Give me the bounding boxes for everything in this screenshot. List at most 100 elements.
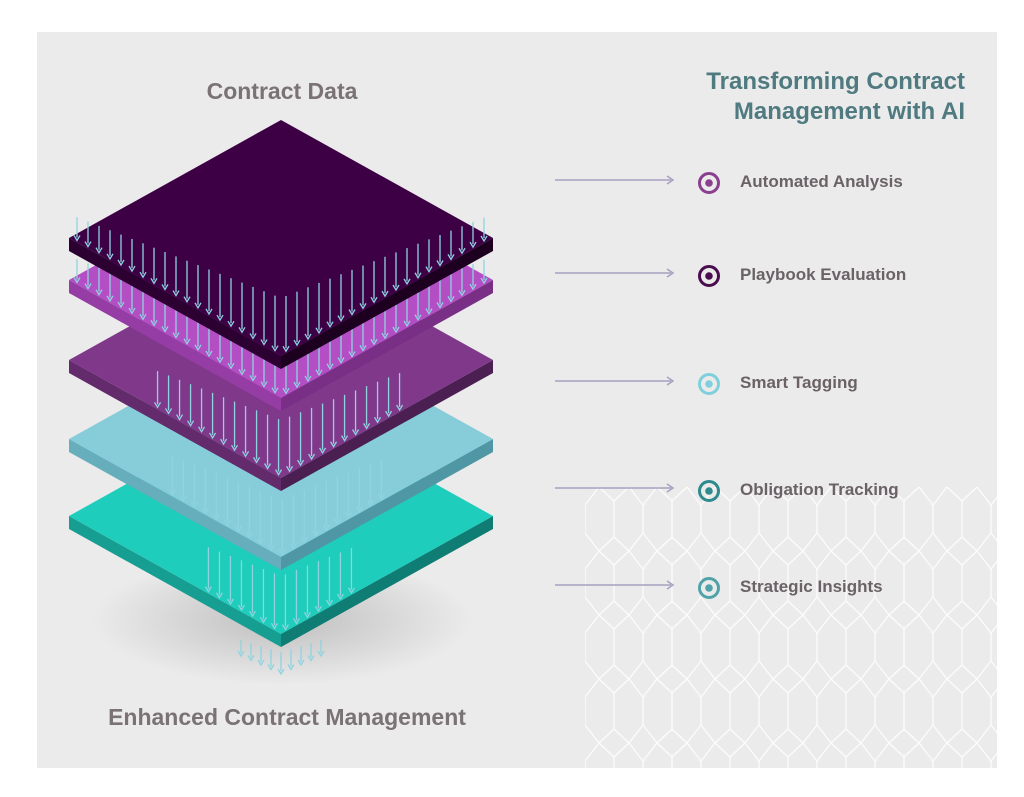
down-arrow-head <box>117 259 125 267</box>
target-icon <box>698 373 720 395</box>
feature-label: Smart Tagging <box>740 373 858 392</box>
down-arrow-head <box>385 410 393 418</box>
down-arrow-head <box>392 326 400 334</box>
down-arrow-head <box>348 309 356 316</box>
down-arrow-head <box>248 610 256 618</box>
down-arrow-head <box>165 408 173 415</box>
main-title-line-2: Management with AI <box>733 98 965 125</box>
down-arrow-head <box>216 314 224 322</box>
down-arrow-head <box>359 303 367 310</box>
down-arrow-head <box>344 512 352 519</box>
down-arrow-head <box>286 465 294 473</box>
layer-right-face <box>281 238 493 369</box>
layer-left-face <box>69 516 281 647</box>
down-arrow-head <box>469 283 477 291</box>
down-arrow-head <box>287 664 295 671</box>
down-arrow-head <box>355 506 363 513</box>
down-arrow-head <box>370 338 378 346</box>
down-arrow-head <box>293 381 301 389</box>
stack-footer: Enhanced Contract Management <box>108 704 466 730</box>
feature-label: Obligation Tracking <box>740 480 899 499</box>
down-arrow-head <box>253 457 261 464</box>
main-title: Transforming Contract Management with AI <box>605 67 965 127</box>
down-arrow-head <box>374 416 382 424</box>
down-arrow-head <box>128 307 136 315</box>
down-arrow-head <box>304 333 312 341</box>
down-arrow-head <box>172 332 180 339</box>
down-arrow-head <box>366 499 374 507</box>
down-arrow-head <box>237 650 245 658</box>
layer-dark-plum <box>69 120 493 369</box>
down-arrow-head <box>256 538 264 545</box>
down-arrow-head <box>282 387 290 395</box>
down-arrow-head <box>231 444 239 452</box>
down-arrow-head <box>106 253 114 261</box>
feature-strategic-insights: Strategic Insights <box>555 575 975 601</box>
connector-arrow-icon <box>555 580 675 590</box>
down-arrow-head <box>278 548 286 556</box>
down-arrow-head <box>315 327 323 335</box>
down-arrow-head <box>260 381 268 388</box>
down-arrow-head <box>150 277 158 285</box>
down-arrow-head <box>363 423 371 430</box>
down-arrow-head <box>396 404 404 412</box>
layers-group <box>69 120 493 647</box>
down-arrow-head <box>277 668 285 676</box>
down-arrow-head <box>282 345 290 353</box>
down-arrow-head <box>183 338 191 345</box>
feature-label: Playbook Evaluation <box>740 265 907 284</box>
down-arrow-head <box>425 308 433 315</box>
down-arrow-head <box>237 604 245 612</box>
down-arrow-head <box>381 290 389 298</box>
down-arrow-head <box>403 278 411 286</box>
down-arrow-head <box>303 611 311 619</box>
down-arrow-head <box>403 320 411 328</box>
down-arrow-head <box>259 616 267 624</box>
down-arrow-head <box>179 495 187 502</box>
down-arrow-head <box>194 302 202 310</box>
down-arrow-head <box>190 501 198 509</box>
down-arrow-head <box>469 241 477 249</box>
down-arrow-head <box>183 296 191 303</box>
connector-arrow-icon <box>555 376 675 386</box>
down-arrow-head <box>73 235 81 242</box>
infographic-panel: Contract Data Enhanced Contract Manageme… <box>37 32 997 768</box>
down-arrow-head <box>216 356 224 364</box>
down-arrow-head <box>304 375 312 383</box>
down-arrow-head <box>352 429 360 436</box>
down-arrow-head <box>220 438 228 446</box>
down-arrow-head <box>267 544 275 551</box>
layer-right-face <box>281 360 493 491</box>
layer-left-face <box>69 280 281 411</box>
down-arrow-head <box>307 655 315 662</box>
down-arrow-head <box>187 420 195 427</box>
target-icon <box>698 265 720 287</box>
feature-playbook-evaluation: Playbook Evaluation <box>555 263 975 289</box>
down-arrow-head <box>117 301 125 309</box>
down-arrow-head <box>227 362 235 370</box>
down-arrow-head <box>154 401 162 409</box>
down-arrow-head <box>480 277 488 285</box>
down-arrow-head <box>106 295 114 303</box>
down-arrow-head <box>359 345 367 352</box>
down-arrow-head <box>260 339 268 346</box>
down-arrow-head <box>292 618 300 625</box>
down-arrow-head <box>172 290 180 297</box>
down-arrow-head <box>330 441 338 449</box>
down-arrow-head <box>297 459 305 467</box>
down-arrow-head <box>325 599 333 607</box>
down-arrow-head <box>447 254 455 261</box>
down-arrow-head <box>347 587 355 595</box>
down-arrow-head <box>337 315 345 322</box>
down-arrow-head <box>249 375 257 382</box>
down-arrow-head <box>458 289 466 297</box>
down-arrow-head <box>425 266 433 273</box>
main-title-line-1: Transforming Contract <box>706 68 965 95</box>
down-arrow-head <box>205 308 213 316</box>
target-icon <box>698 172 720 194</box>
connector-arrow-icon <box>555 175 675 185</box>
down-arrow-head <box>198 426 206 434</box>
down-arrow-head <box>95 247 103 254</box>
feature-smart-tagging: Smart Tagging <box>555 371 975 397</box>
down-arrow-head <box>311 530 319 538</box>
